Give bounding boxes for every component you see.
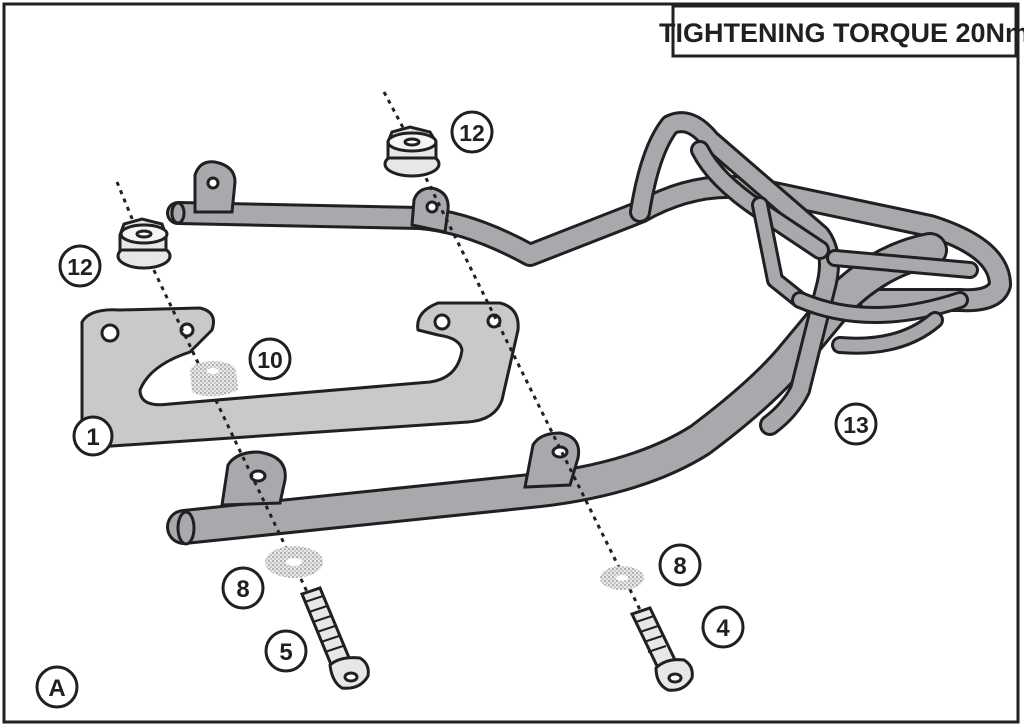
svg-text:12: 12: [459, 120, 485, 146]
figure-label: A: [35, 665, 79, 709]
lower-mount-tabs: [220, 431, 581, 507]
rack-frame: [166, 111, 1012, 546]
svg-text:5: 5: [279, 639, 292, 666]
washer-left: [265, 546, 323, 578]
svg-text:8: 8: [673, 553, 686, 580]
callout-10: 10: [248, 337, 292, 381]
callout-12-top: 12: [450, 110, 494, 154]
torque-header: TIGHTENING TORQUE 20Nm: [659, 4, 1024, 58]
callout-8-left: 8: [221, 566, 265, 610]
callout-8-right: 8: [658, 543, 702, 587]
svg-text:8: 8: [236, 576, 249, 603]
mounting-plate: [80, 301, 520, 448]
svg-text:10: 10: [257, 347, 283, 373]
svg-text:13: 13: [843, 412, 869, 438]
svg-text:12: 12: [67, 254, 93, 280]
callout-4: 4: [701, 605, 745, 649]
callout-5: 5: [264, 629, 308, 673]
flange-nut-top: [383, 125, 441, 178]
callout-13: 13: [834, 402, 878, 446]
bolt-5: [300, 586, 370, 690]
callout-12-left: 12: [58, 244, 102, 288]
svg-text:1: 1: [86, 424, 99, 451]
washer-right: [600, 566, 644, 590]
callout-1: 1: [72, 415, 114, 457]
spacer-bushing: [190, 361, 238, 397]
torque-label: TIGHTENING TORQUE 20Nm: [659, 18, 1024, 48]
flange-nut-left: [116, 217, 172, 270]
svg-text:4: 4: [716, 615, 730, 642]
svg-text:A: A: [48, 675, 65, 702]
bolt-4: [629, 606, 694, 692]
